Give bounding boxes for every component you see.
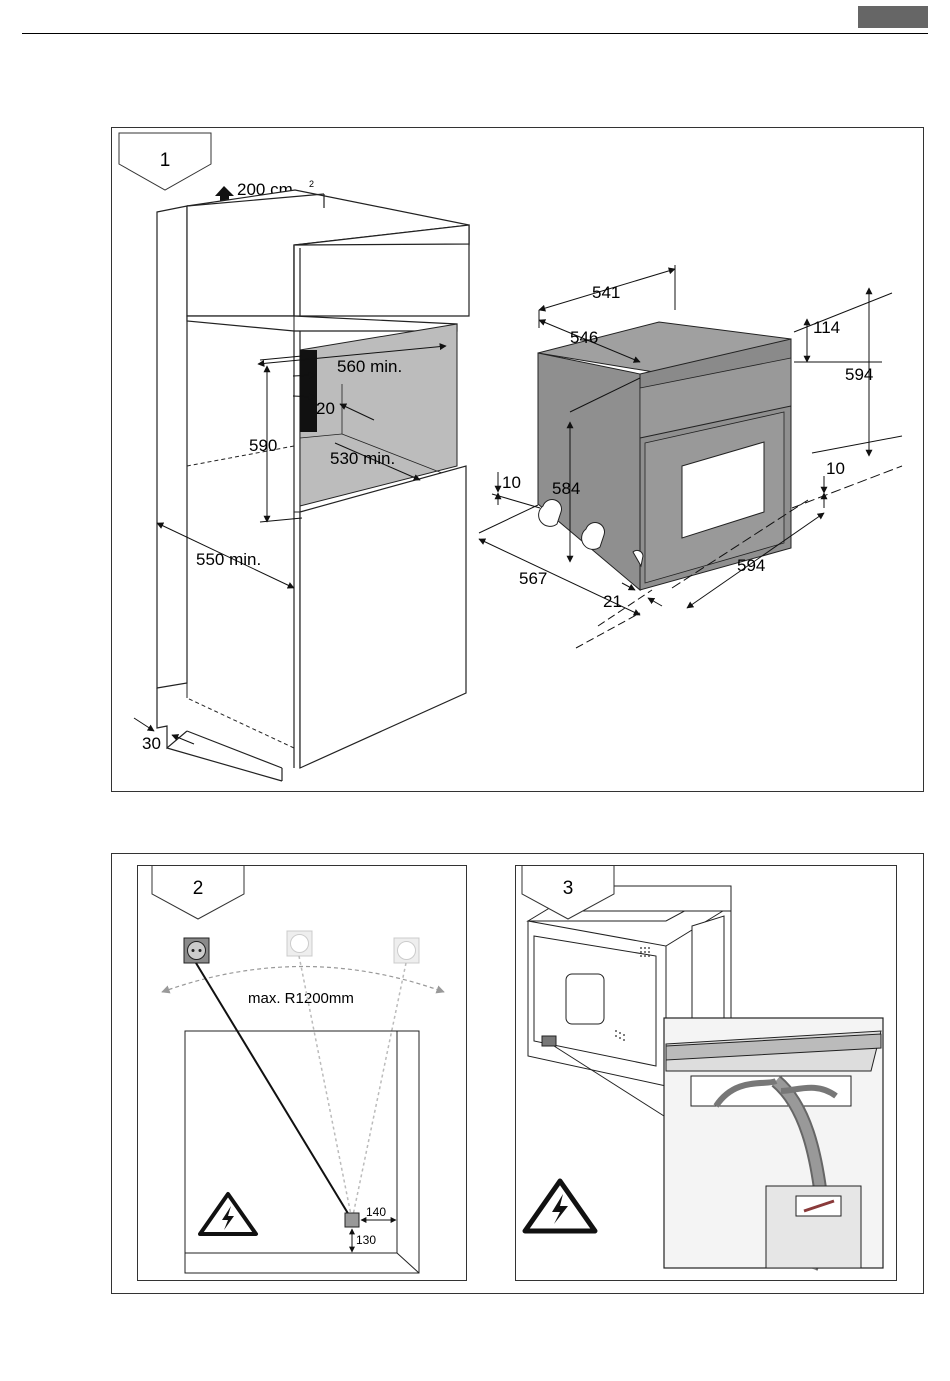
dim-140: 140 [366, 1205, 386, 1219]
figure-2-frame: 2 max. R1200mm 140 130 [137, 865, 467, 1281]
connection-box [345, 1213, 359, 1227]
socket-icon [184, 938, 209, 963]
lower-door [300, 466, 466, 768]
dim-530-min: 530 min. [330, 449, 395, 468]
step-badge-1: 1 [119, 133, 211, 190]
dim-594-height: 594 [845, 365, 873, 384]
terminal-box [542, 1036, 556, 1046]
figure-1-frame: 1 200 cm 2 [111, 127, 924, 792]
terminal-inset [664, 1018, 883, 1268]
dim-590: 590 [249, 436, 277, 455]
dim-130: 130 [356, 1233, 376, 1247]
step-badge-2: 2 [152, 866, 244, 919]
step-number: 1 [160, 150, 171, 171]
svg-text:3: 3 [563, 878, 574, 899]
radius-label: max. R1200mm [248, 990, 354, 1007]
dim-10-left: 10 [502, 473, 521, 492]
dim-584: 584 [552, 479, 580, 498]
dim-594-width: 594 [737, 556, 765, 575]
svg-text:2: 2 [193, 878, 204, 899]
oven-unit [538, 322, 791, 590]
dim-10-right: 10 [826, 459, 845, 478]
figure-2-drawing: 2 max. R1200mm 140 130 [138, 866, 466, 1280]
dim-541: 541 [592, 283, 620, 302]
dim-21: 21 [603, 592, 622, 611]
header-rule [22, 33, 928, 34]
socket-ghost-icon [394, 938, 419, 963]
figure-3-frame: 3 [515, 865, 897, 1281]
dim-114: 114 [813, 318, 840, 337]
dim-30: 30 [142, 734, 161, 753]
dim-20: 20 [316, 399, 335, 418]
section-tab [858, 6, 928, 28]
dim-546: 546 [570, 328, 598, 347]
high-voltage-warning-icon [525, 1181, 595, 1231]
figure-1-drawing: 1 200 cm 2 [112, 128, 923, 791]
niche-side-strip [300, 350, 317, 432]
socket-ghost-icon [287, 931, 312, 956]
dim-560-min: 560 min. [337, 357, 402, 376]
vent-area-unit-sup: 2 [309, 179, 314, 189]
dim-567: 567 [519, 569, 547, 588]
figure-3-drawing: 3 [516, 866, 896, 1280]
dim-550-min: 550 min. [196, 550, 261, 569]
